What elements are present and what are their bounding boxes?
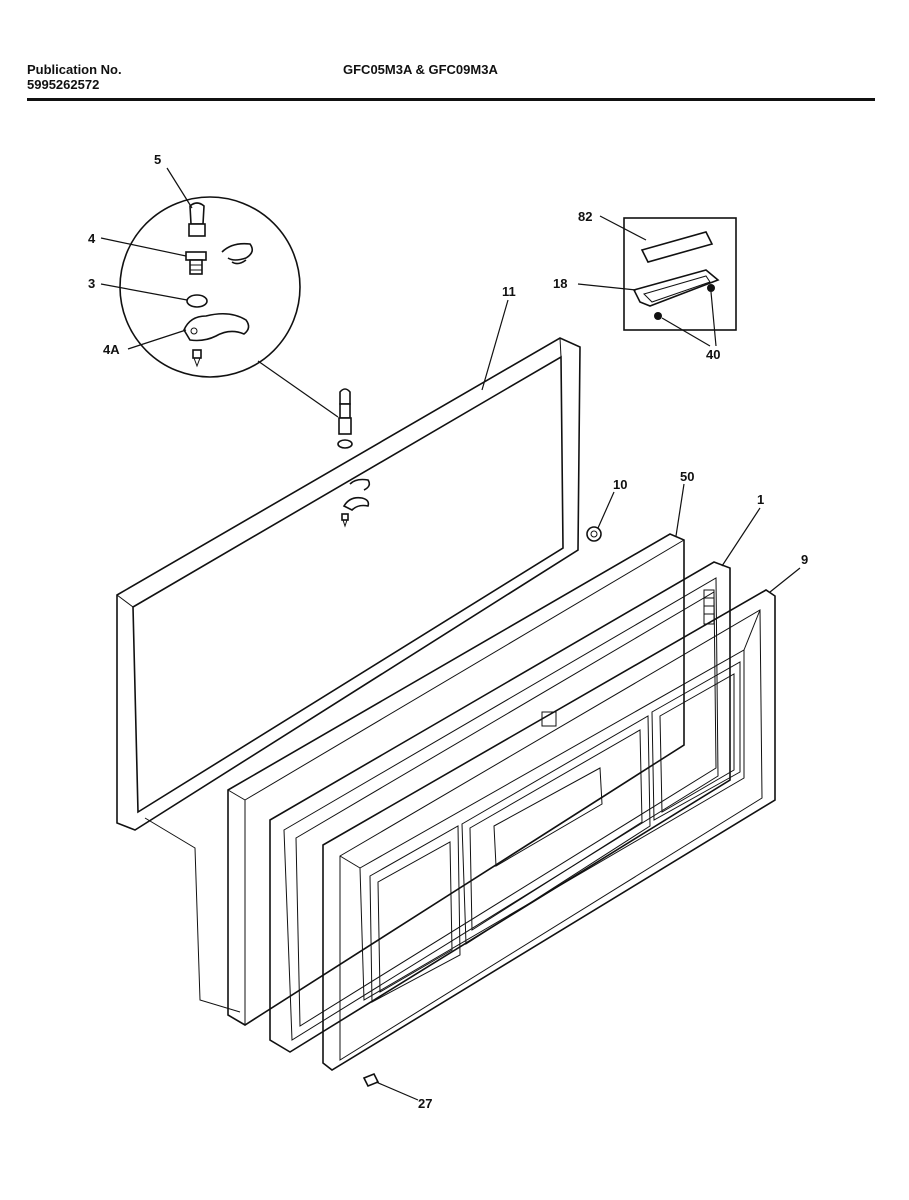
callout-3: 3 [88,276,95,291]
callout-9: 9 [801,552,808,567]
door-gasket [269,561,731,1053]
door-liner [227,533,685,1026]
callout-1: 1 [757,492,764,507]
hinge-detail-inset [119,196,301,378]
callout-40: 40 [706,347,720,362]
inner-frame [116,337,581,831]
door-screw-part [362,1072,380,1088]
callout-10: 10 [613,477,627,492]
outer-door [322,589,776,1071]
callout-18: 18 [553,276,567,291]
callout-5: 5 [154,152,161,167]
callout-4: 4 [88,231,96,246]
callout-4a: 4A [103,342,120,357]
callout-11: 11 [502,284,516,299]
header-divider [27,98,875,101]
callout-50: 50 [680,469,694,484]
publication-number: 5995262572 [27,77,100,92]
leader-lines [100,167,801,1101]
handle-detail-inset [623,217,737,331]
screw-cap-part [586,526,602,542]
callout-82: 82 [578,209,592,224]
callout-27: 27 [418,1096,432,1111]
hinge-assembly [337,388,371,528]
publication-label: Publication No. [27,62,122,77]
model-numbers: GFC05M3A & GFC09M3A [343,62,498,77]
